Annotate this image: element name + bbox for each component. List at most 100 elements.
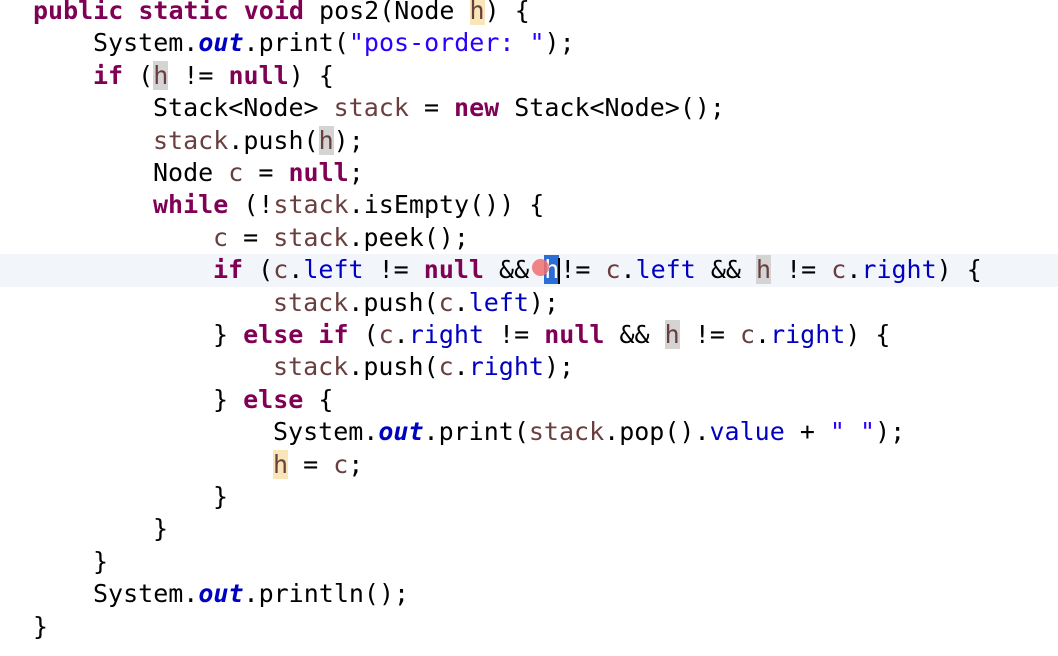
code-token: != bbox=[679, 320, 740, 349]
code-token: c bbox=[739, 320, 755, 349]
code-line-content: public static void pos2(Node h) { bbox=[33, 0, 530, 27]
code-line-content: System.out.println(); bbox=[93, 578, 409, 610]
code-line-content: System.out.print("pos-order: "); bbox=[93, 27, 575, 59]
code-token: = bbox=[228, 222, 274, 252]
code-line-content: } bbox=[213, 481, 228, 513]
code-token bbox=[303, 320, 318, 349]
code-token: left bbox=[303, 255, 364, 285]
code-token: "pos-order: " bbox=[348, 28, 545, 58]
code-token: null bbox=[544, 320, 605, 349]
code-token: ) { bbox=[845, 320, 891, 349]
code-token: . bbox=[393, 320, 409, 349]
code-token: h bbox=[318, 125, 334, 155]
code-token: = bbox=[243, 158, 289, 187]
code-line-content: Stack<Node> stack = new Stack<Node>(); bbox=[153, 92, 725, 124]
code-token: h bbox=[273, 449, 289, 479]
code-line-content: while (!stack.isEmpty()) { bbox=[153, 189, 544, 221]
code-token: right bbox=[861, 255, 937, 285]
code-line-content: stack.push(c.left); bbox=[273, 287, 559, 319]
code-line-current[interactable]: if (c.left != null && h!= c.left && h !=… bbox=[0, 254, 1058, 287]
code-token: " " bbox=[829, 417, 876, 447]
code-token: stack bbox=[273, 287, 349, 317]
code-token: c bbox=[273, 255, 289, 285]
code-token: else bbox=[243, 384, 304, 414]
code-line-content: } bbox=[153, 513, 168, 545]
code-token: . bbox=[846, 255, 862, 285]
code-token: ) { bbox=[484, 0, 530, 25]
code-token: && bbox=[604, 320, 665, 349]
code-token: != bbox=[484, 320, 545, 349]
code-token: else bbox=[243, 320, 304, 349]
code-token: void bbox=[243, 0, 304, 25]
code-token: stack bbox=[153, 125, 229, 155]
code-token: && bbox=[484, 255, 545, 285]
code-token: left bbox=[468, 287, 529, 317]
code-token: . bbox=[453, 352, 469, 382]
code-token: .println(); bbox=[243, 579, 410, 609]
code-line-content: stack.push(h); bbox=[153, 125, 364, 157]
code-token: + bbox=[784, 417, 830, 447]
code-token: left bbox=[635, 255, 696, 285]
code-token: ( bbox=[348, 320, 379, 349]
code-line-content: if (c.left != null && h!= c.left && h !=… bbox=[213, 254, 982, 286]
code-token: } bbox=[213, 320, 244, 349]
code-token: right bbox=[408, 320, 484, 349]
code-token: { bbox=[303, 384, 334, 414]
code-token: .print( bbox=[423, 417, 529, 447]
code-token: ; bbox=[348, 449, 364, 479]
code-token: } bbox=[153, 514, 169, 544]
code-token: null bbox=[423, 255, 484, 285]
code-token: c bbox=[438, 287, 454, 317]
code-token: ); bbox=[528, 287, 560, 317]
code-token: .push( bbox=[348, 287, 439, 317]
code-token: c bbox=[228, 158, 244, 187]
code-token: value bbox=[709, 417, 785, 447]
code-token: .push( bbox=[348, 352, 439, 382]
code-token: ); bbox=[544, 28, 575, 58]
code-token: . bbox=[620, 255, 636, 285]
code-token: out bbox=[378, 417, 424, 447]
code-token: ( bbox=[123, 60, 154, 90]
code-token: .isEmpty()) { bbox=[348, 190, 545, 220]
code-token: h bbox=[544, 255, 560, 285]
code-line-content: } else if (c.right != null && h != c.rig… bbox=[213, 319, 890, 351]
code-line-content: c = stack.peek(); bbox=[213, 222, 469, 254]
code-token: static bbox=[138, 0, 229, 25]
code-token: c bbox=[831, 255, 847, 285]
code-token: null bbox=[228, 60, 289, 90]
code-token: if bbox=[318, 320, 349, 349]
code-token: public bbox=[33, 0, 124, 25]
code-token: h bbox=[153, 60, 169, 90]
code-token: if bbox=[213, 255, 244, 285]
code-token: h bbox=[664, 320, 680, 349]
code-line-content: stack.push(c.right); bbox=[273, 351, 574, 383]
code-token: != bbox=[771, 255, 832, 285]
code-token: .peek(); bbox=[348, 222, 469, 252]
code-token: ( bbox=[243, 255, 274, 285]
code-token: while bbox=[153, 190, 229, 220]
code-token: stack bbox=[333, 93, 409, 123]
code-token: = bbox=[408, 93, 455, 123]
code-token: null bbox=[288, 158, 349, 187]
code-token: Node bbox=[153, 158, 229, 187]
code-token: right bbox=[468, 352, 544, 382]
code-token: Stack<Node> bbox=[153, 93, 334, 123]
code-token: if bbox=[93, 60, 124, 90]
code-token: h bbox=[469, 0, 485, 25]
code-token: .push( bbox=[228, 125, 319, 155]
code-token: right bbox=[770, 320, 846, 349]
code-token: && bbox=[695, 255, 756, 285]
code-token: c bbox=[605, 255, 621, 285]
code-token: ); bbox=[543, 352, 575, 382]
code-token: System. bbox=[93, 28, 199, 58]
code-token: Stack<Node>(); bbox=[499, 93, 725, 123]
code-line-content: h = c; bbox=[273, 449, 363, 481]
code-token: c bbox=[438, 352, 454, 382]
code-line-content: if (h != null) { bbox=[93, 60, 334, 92]
code-token: ; bbox=[348, 158, 364, 187]
code-token: } bbox=[93, 546, 109, 576]
code-token: out bbox=[198, 579, 244, 609]
code-token: c bbox=[213, 222, 229, 252]
code-token: . bbox=[288, 255, 304, 285]
